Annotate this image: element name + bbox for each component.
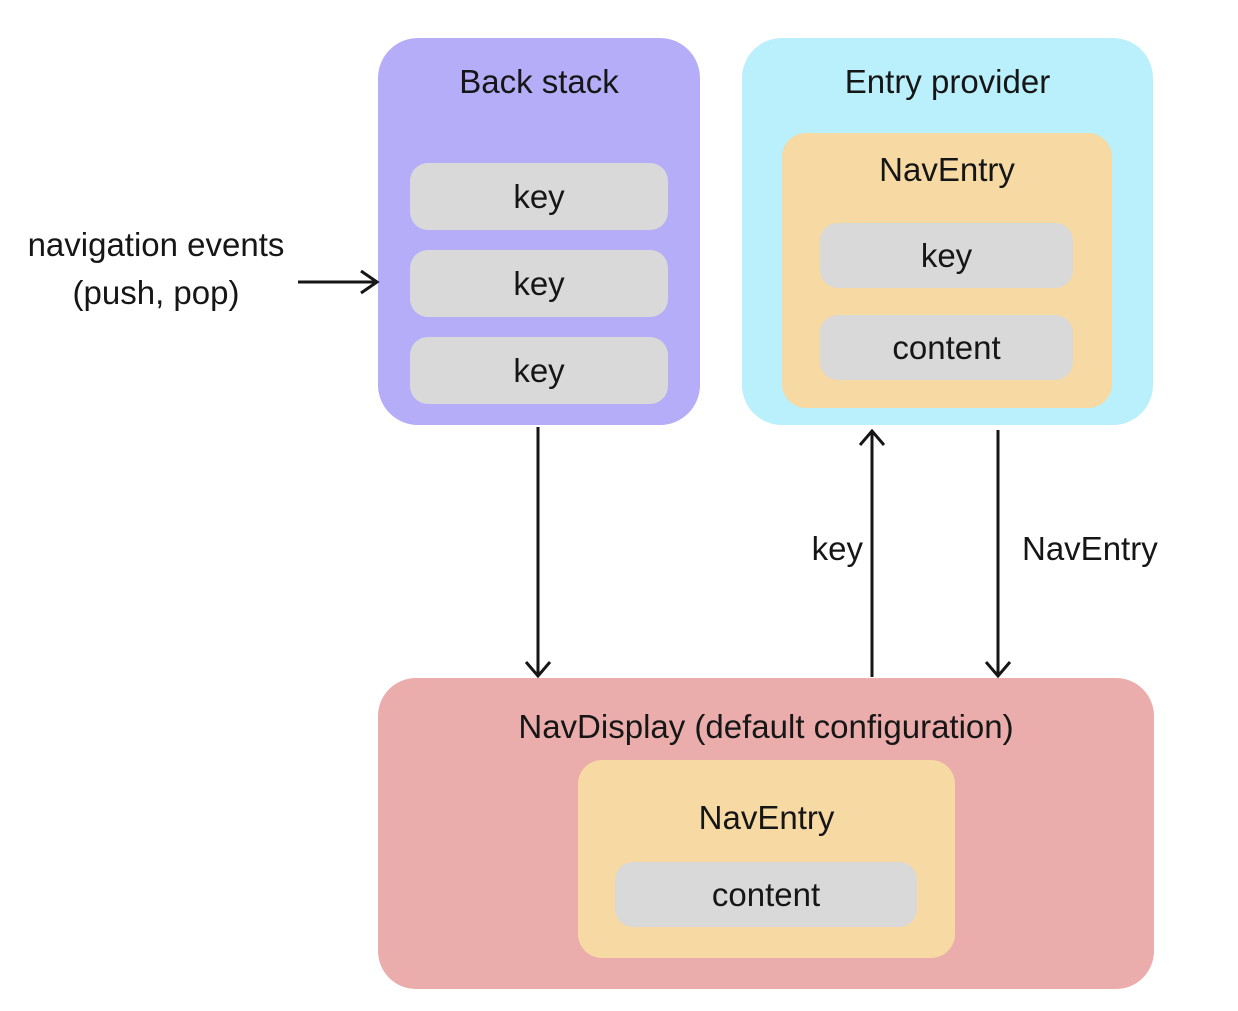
entry-provider-key-pill: key: [820, 223, 1073, 288]
nav-display-content-pill: content: [615, 862, 917, 927]
key-arrow-label: key: [811, 530, 863, 567]
nav-display-box: NavDisplay (default configuration) NavEn…: [378, 678, 1154, 989]
naventry-arrow-label: NavEntry: [1022, 530, 1158, 567]
back-stack-key-pill: key: [410, 250, 668, 317]
nav-display-naventry-title: NavEntry: [698, 799, 835, 836]
back-stack-title: Back stack: [459, 63, 619, 100]
naventry-down-arrow: [984, 430, 1012, 679]
entry-provider-content-pill: content: [820, 315, 1073, 380]
back-stack-key-pill: key: [410, 337, 668, 404]
entry-provider-title: Entry provider: [844, 63, 1051, 100]
entry-provider-naventry-box: NavEntry key content: [782, 133, 1112, 408]
nav-display-naventry-box: NavEntry content: [578, 760, 955, 958]
back-stack-box: Back stack key key key: [378, 38, 700, 425]
navigation-events-line1: navigation events: [27, 226, 285, 263]
key-up-arrow: [858, 428, 886, 677]
entry-provider-box: Entry provider NavEntry key content: [742, 38, 1153, 425]
nav-display-title: NavDisplay (default configuration): [518, 708, 1014, 745]
back-stack-key-pill: key: [410, 163, 668, 230]
backstack-to-navdisplay-arrow: [524, 427, 552, 679]
navigation-events-line2: (push, pop): [72, 274, 240, 311]
navigation-events-label: navigation events (push, pop): [0, 221, 312, 317]
entry-provider-naventry-title: NavEntry: [879, 151, 1015, 188]
